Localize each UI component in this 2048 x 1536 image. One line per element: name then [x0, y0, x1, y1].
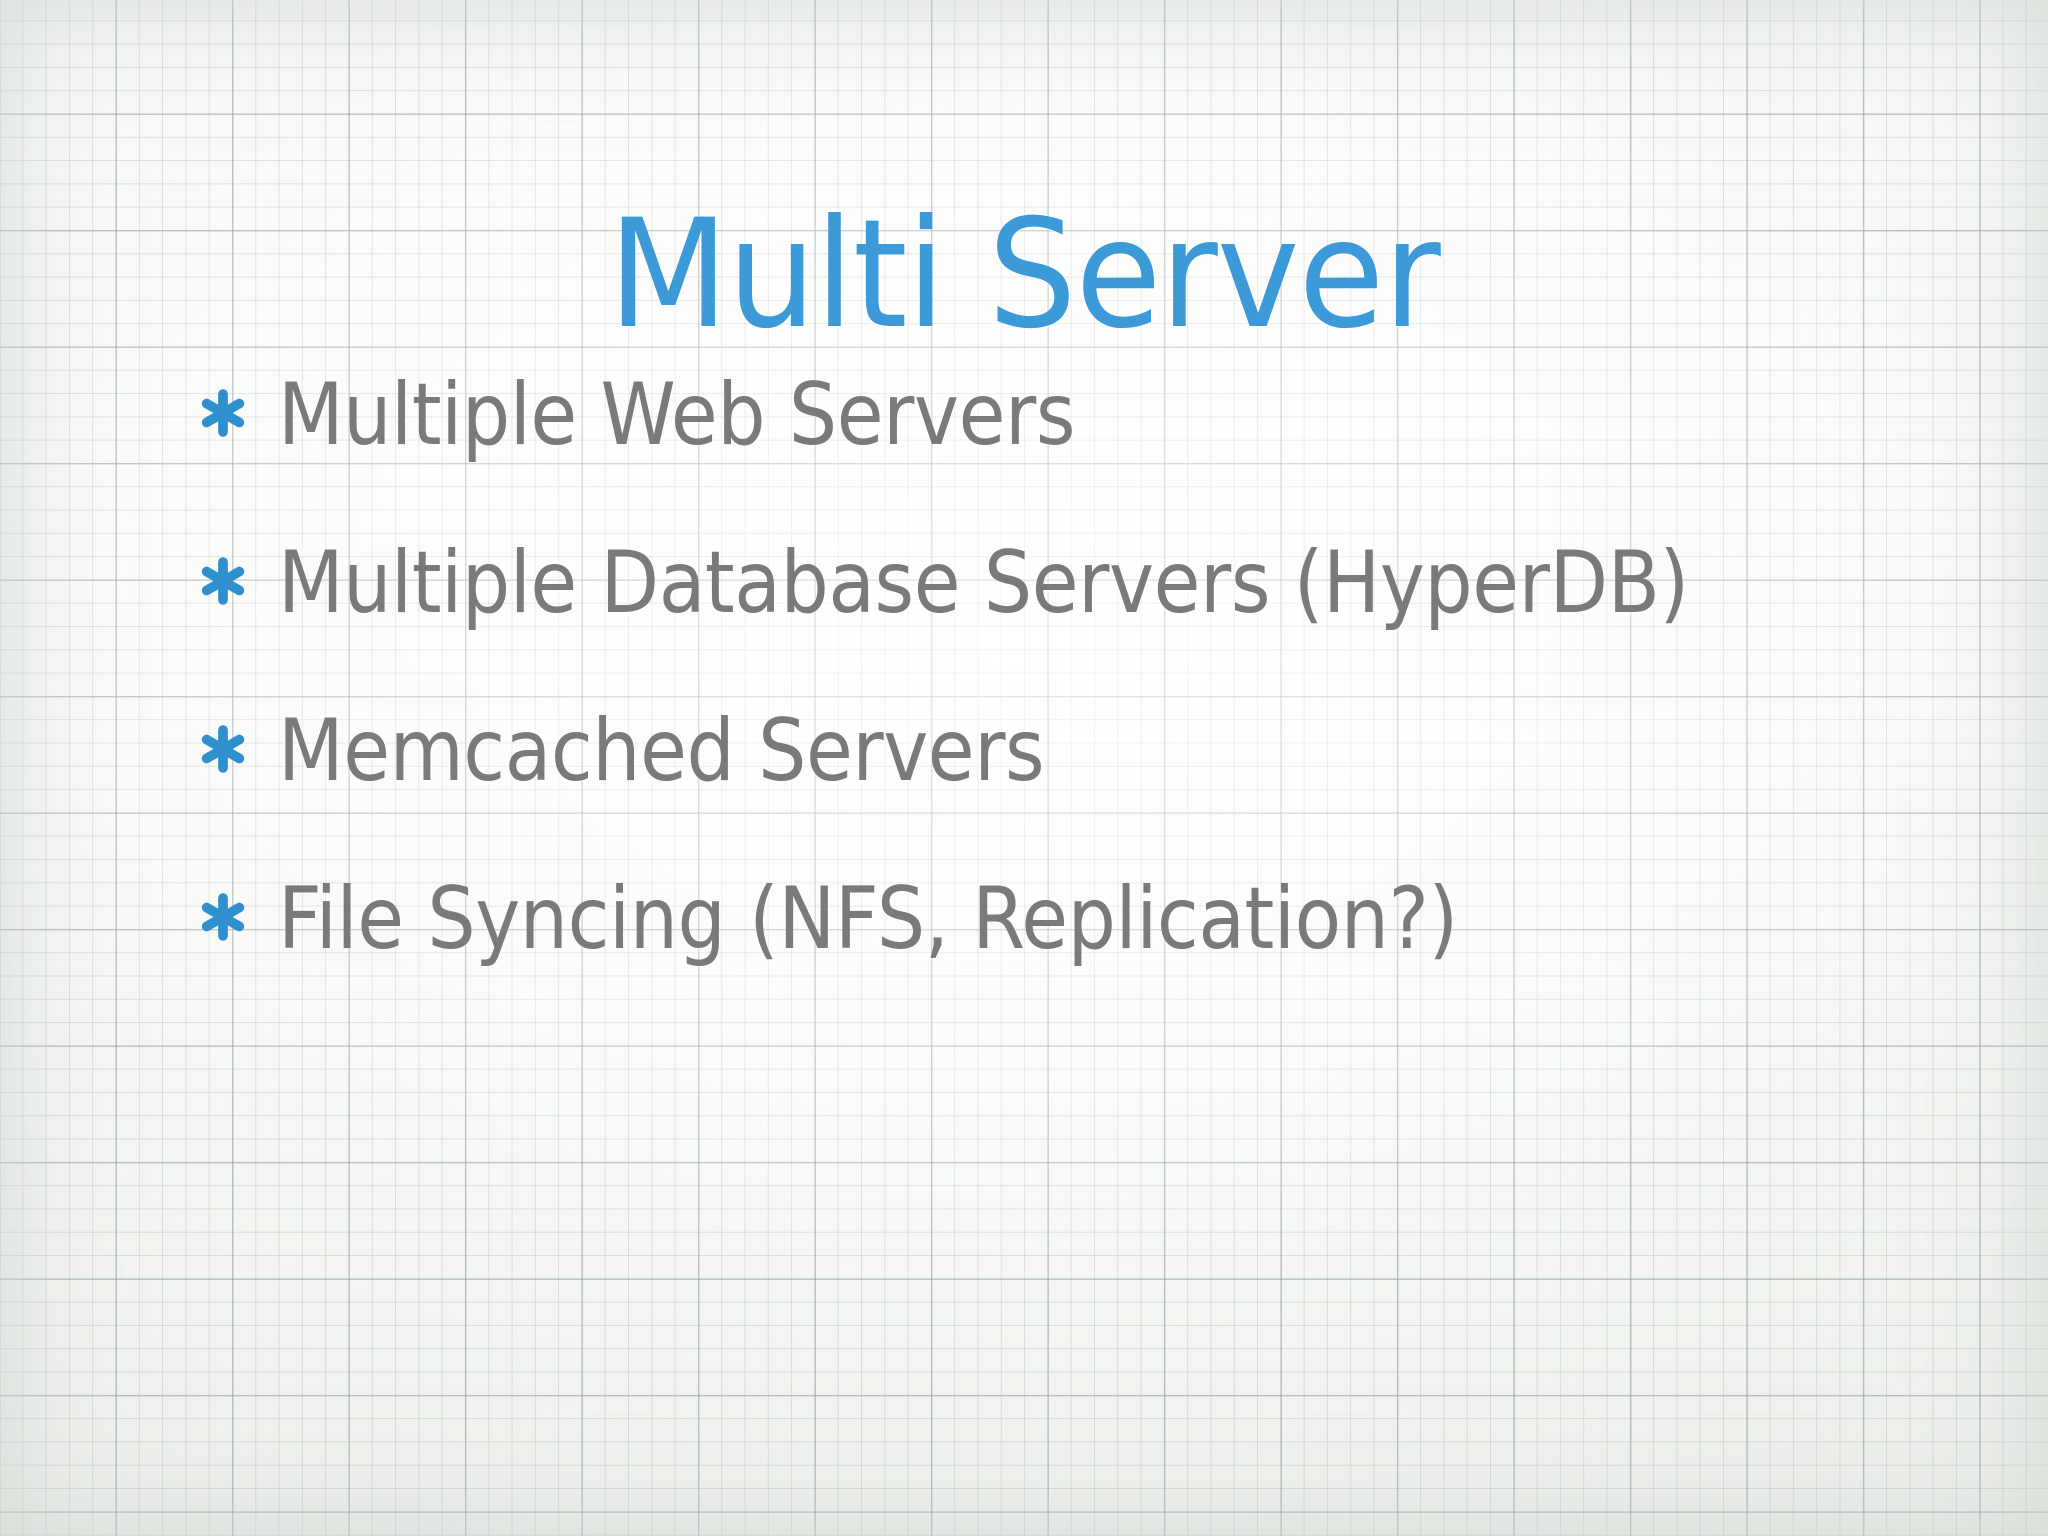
- list-item: File Syncing (NFS, Replication?): [196, 876, 1956, 1044]
- bullet-list: Multiple Web Servers Multiple Database S…: [196, 372, 1956, 1044]
- list-item: Multiple Web Servers: [196, 372, 1956, 540]
- asterisk-icon: [196, 876, 278, 944]
- slide-title: Multi Server: [608, 187, 1441, 362]
- list-item: Multiple Database Servers (HyperDB): [196, 540, 1956, 708]
- list-item: Memcached Servers: [196, 708, 1956, 876]
- list-item-label: Multiple Database Servers (HyperDB): [278, 533, 1689, 633]
- asterisk-icon: [196, 708, 278, 776]
- asterisk-icon: [196, 372, 278, 440]
- list-item-label: Multiple Web Servers: [278, 365, 1076, 465]
- list-item-label: Memcached Servers: [278, 701, 1045, 801]
- list-item-label: File Syncing (NFS, Replication?): [278, 869, 1458, 969]
- asterisk-icon: [196, 540, 278, 608]
